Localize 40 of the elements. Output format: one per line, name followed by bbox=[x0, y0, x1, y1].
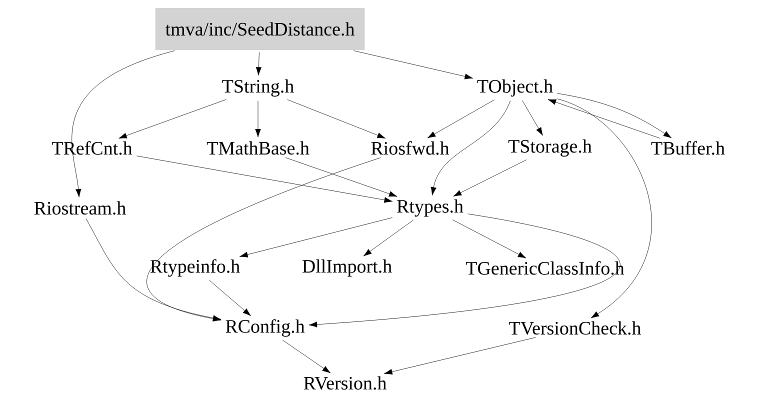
arrow bbox=[256, 52, 262, 76]
arrow bbox=[287, 99, 386, 138]
arrow bbox=[427, 100, 495, 138]
arrow bbox=[452, 220, 526, 258]
file-label: TStorage.h bbox=[508, 139, 592, 157]
file-label: TBuffer.h bbox=[651, 141, 725, 155]
arrow bbox=[118, 99, 226, 139]
arrow bbox=[430, 100, 511, 196]
arrow bbox=[522, 100, 543, 136]
arrow bbox=[353, 50, 474, 80]
arrow bbox=[285, 157, 398, 197]
file-label: Riostream.h bbox=[34, 201, 126, 215]
arrow bbox=[146, 157, 381, 322]
file-label: TMathBase.h bbox=[206, 141, 310, 155]
file-label: Rtypeinfo.h bbox=[150, 259, 240, 277]
arrow bbox=[209, 280, 251, 316]
arrow bbox=[86, 218, 222, 321]
arrow bbox=[557, 93, 672, 138]
arrow bbox=[557, 98, 652, 318]
file-label: RConfig.h bbox=[226, 319, 305, 337]
file-label: Rtypes.h bbox=[397, 199, 464, 217]
arrow bbox=[548, 99, 660, 139]
file-label: TObject.h bbox=[477, 79, 553, 97]
file-label: Riosfwd.h bbox=[371, 141, 450, 155]
arrow bbox=[363, 220, 414, 256]
file-label: TVersionCheck.h bbox=[509, 321, 641, 335]
file-label: TRefCnt.h bbox=[52, 141, 132, 155]
arrow bbox=[308, 214, 620, 328]
file-label: RVersion.h bbox=[304, 376, 386, 390]
file-label: TString.h bbox=[222, 79, 294, 97]
file-label: TGenericClassInfo.h bbox=[466, 261, 624, 275]
arrow bbox=[255, 100, 261, 138]
arrow bbox=[72, 50, 175, 198]
arrow bbox=[453, 160, 527, 196]
arrow bbox=[282, 340, 331, 374]
file-box: tmva/inc/SeedDistance.h bbox=[155, 8, 365, 50]
arrow bbox=[240, 217, 393, 258]
arrow bbox=[384, 337, 536, 375]
arrow bbox=[136, 156, 393, 203]
file-label: DllImport.h bbox=[302, 259, 392, 277]
